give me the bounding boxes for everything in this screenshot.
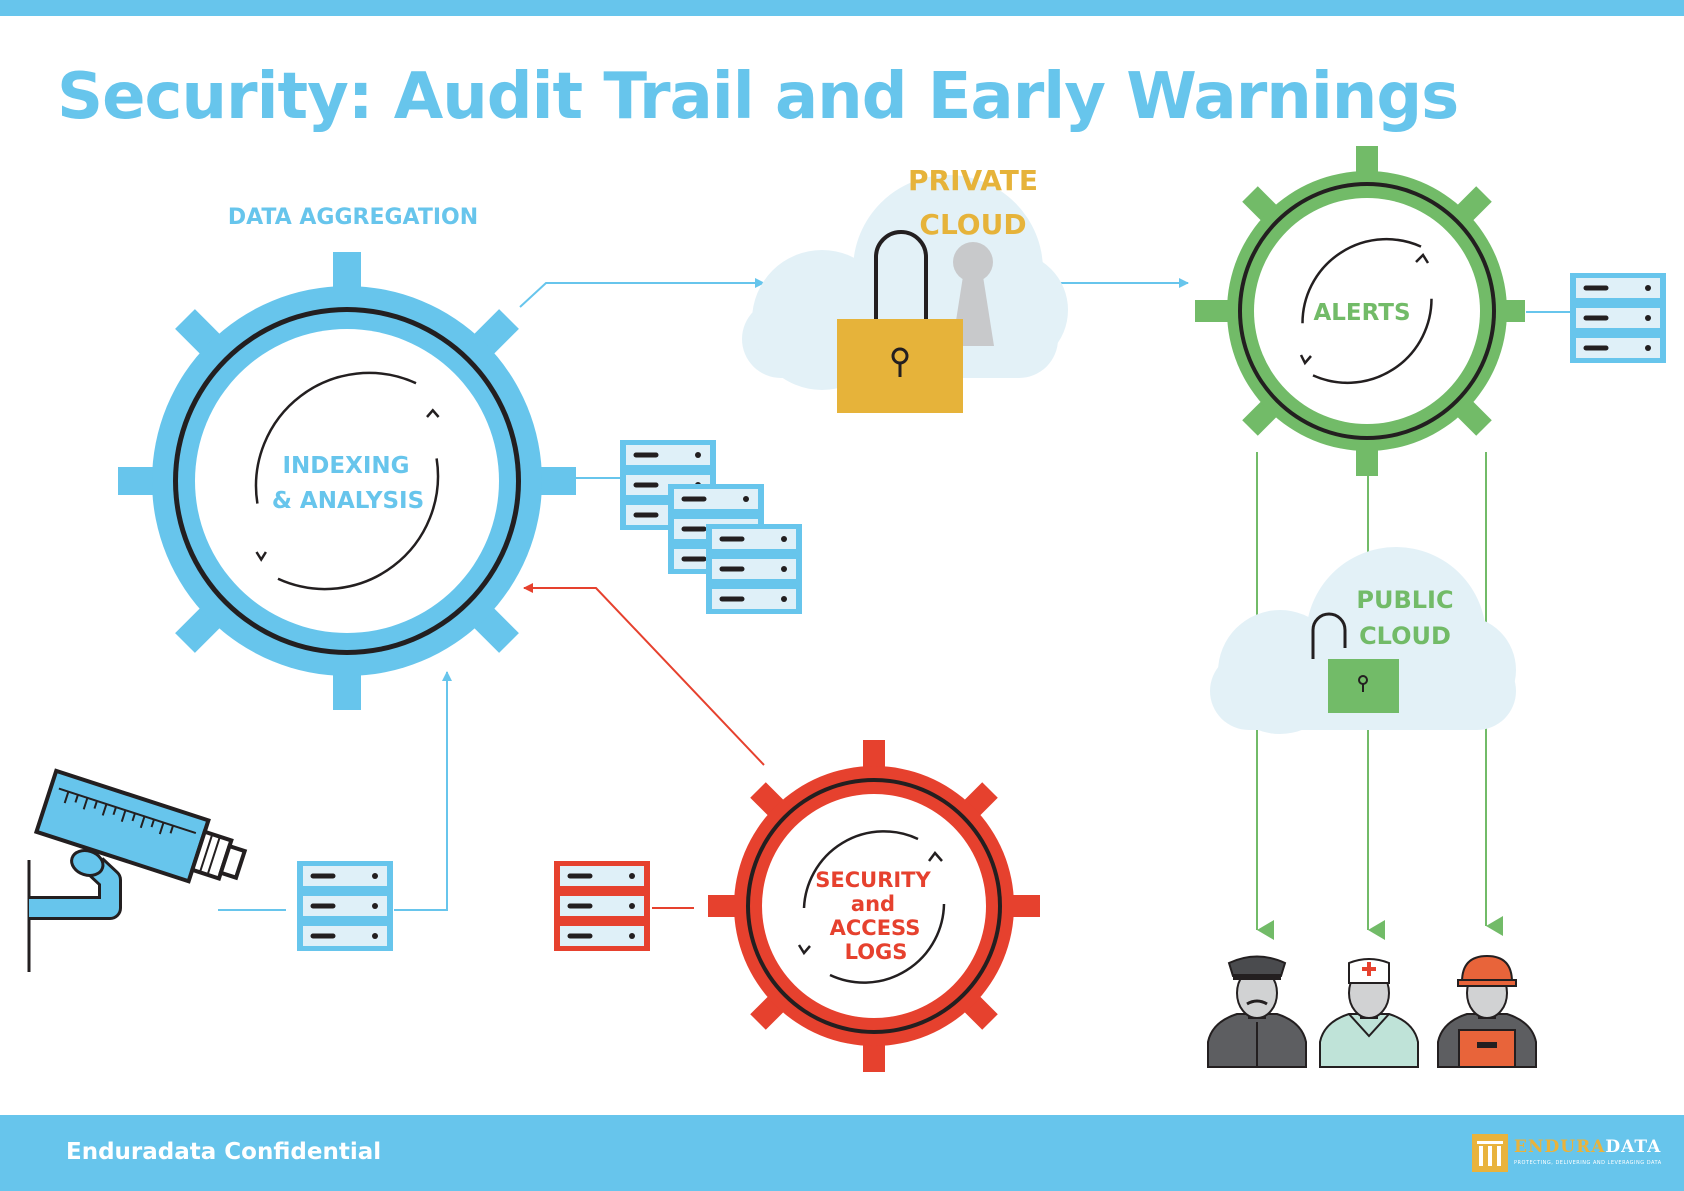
data-aggregation-label: DATA AGGREGATION: [228, 205, 478, 230]
indexing-label-line1: INDEXING: [282, 453, 409, 479]
public-cloud-label-line2: CLOUD: [1359, 622, 1451, 650]
camera-server-icon: [297, 861, 393, 951]
page-title: Security: Audit Trail and Early Warnings: [57, 60, 1459, 134]
police-officer-icon: [1207, 955, 1307, 1068]
open-padlock-icon: [1311, 612, 1399, 713]
private-cloud: [742, 175, 1068, 413]
footer-confidential-text: Enduradata Confidential: [66, 1139, 382, 1165]
security-camera-icon: [27, 768, 248, 972]
alerts-server-icon: [1570, 273, 1666, 363]
construction-worker-icon: [1437, 954, 1537, 1068]
security-logs-label-line4: LOGS: [845, 940, 908, 964]
logo-wordmark: ENDURADATA: [1514, 1137, 1662, 1157]
indexing-label-line2: & ANALYSIS: [272, 488, 424, 514]
footer-bar: Enduradata Confidential ENDURADATA PROTE…: [0, 1115, 1684, 1191]
private-cloud-label-line1: PRIVATE: [908, 164, 1038, 197]
top-accent-bar: [0, 0, 1684, 16]
alerts-label: ALERTS: [1313, 300, 1410, 326]
public-cloud-label-line1: PUBLIC: [1356, 586, 1453, 614]
recipients: [1207, 954, 1537, 1068]
arrow-logs-to-indexing: [523, 583, 765, 766]
server-stacks: [297, 273, 1666, 951]
padlock-icon: [837, 230, 963, 413]
private-cloud-label-line2: CLOUD: [919, 208, 1026, 241]
public-cloud: [1210, 547, 1516, 734]
logo-tagline: PROTECTING, DELIVERING AND LEVERAGING DA…: [1514, 1160, 1662, 1166]
security-flow-diagram: DATA AGGREGATION INDEXING & ANALYSIS PRI…: [27, 146, 1666, 1072]
indexing-analysis-gear: [118, 252, 576, 710]
security-logs-label-line3: ACCESS: [830, 916, 921, 940]
arrow-to-private-cloud: [519, 278, 765, 308]
alerts-gear: [1195, 146, 1525, 476]
medic-icon: [1319, 958, 1419, 1068]
logs-server-icon: [554, 861, 650, 951]
security-logs-label-line2: and: [851, 892, 895, 916]
logo-mark-icon: [1472, 1134, 1508, 1172]
arrow-server-to-indexing: [394, 671, 452, 911]
enduradata-logo: ENDURADATA PROTECTING, DELIVERING AND LE…: [1472, 1132, 1672, 1176]
server-stack-icon-3: [706, 524, 802, 614]
security-logs-gear: [708, 740, 1040, 1072]
security-logs-label-line1: SECURITY: [815, 868, 931, 892]
